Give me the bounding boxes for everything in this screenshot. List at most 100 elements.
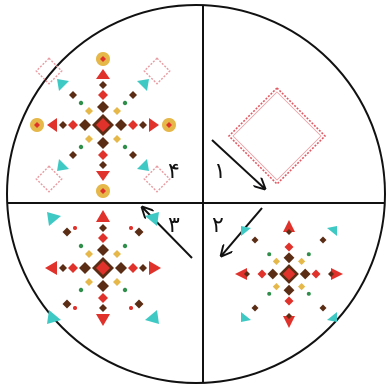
- diag-gold-diamond: [85, 250, 93, 258]
- axis-red-triangle: [96, 314, 110, 326]
- axis-red-diamond: [98, 293, 108, 303]
- axis-diamond: [284, 285, 295, 296]
- corner-teal-triangle: [327, 312, 337, 322]
- step-1-label: ۱: [214, 159, 226, 184]
- axis-red-diamond: [98, 90, 108, 100]
- axis-tip-diamond: [99, 224, 107, 232]
- corner-teal-triangle: [137, 79, 149, 91]
- diag-dot: [123, 244, 127, 248]
- axis-red-diamond: [98, 233, 108, 243]
- axis-diamond: [97, 137, 109, 149]
- step-4-label: ۴: [168, 159, 180, 184]
- diag-gold-diamond: [113, 107, 121, 115]
- step-2-label: ۲: [212, 213, 224, 238]
- axis-red-triangle: [96, 69, 110, 79]
- diag-gold-diamond: [85, 135, 93, 143]
- axis-diamond: [115, 119, 127, 131]
- axis-diamond: [115, 262, 127, 274]
- diag-dot: [307, 252, 311, 256]
- axis-red-diamond: [68, 263, 78, 273]
- diag-gold-diamond: [85, 278, 93, 286]
- axis-red-diamond: [285, 297, 294, 306]
- diag-dot: [267, 252, 271, 256]
- diag-dot: [123, 145, 127, 149]
- axis-tip-diamond: [59, 264, 67, 272]
- axis-tip-diamond: [139, 264, 147, 272]
- corner-brown-diamond: [135, 300, 144, 309]
- diag-gold-diamond: [113, 278, 121, 286]
- diag-dot: [79, 101, 83, 105]
- diag-dot: [123, 288, 127, 292]
- diag-gold-diamond: [113, 250, 121, 258]
- diag-dot: [79, 145, 83, 149]
- corner-brown-diamond: [252, 305, 259, 312]
- diag-gold-diamond: [273, 283, 280, 290]
- corner-teal-triangle: [241, 226, 251, 236]
- axis-red-diamond: [128, 120, 138, 130]
- axis-red-triangle: [47, 118, 57, 132]
- axis-red-diamond: [98, 150, 108, 160]
- axis-diamond: [79, 119, 91, 131]
- corner-brown-diamond: [320, 305, 327, 312]
- axis-diamond: [267, 269, 278, 280]
- corner-brown-diamond: [129, 91, 137, 99]
- corner-teal-triangle: [137, 159, 149, 171]
- corner-teal-triangle: [57, 79, 69, 91]
- corner-dot: [73, 226, 77, 230]
- step-3-label: ۳: [168, 213, 180, 238]
- diag-gold-diamond: [273, 258, 280, 265]
- corner-brown-diamond: [69, 151, 77, 159]
- axis-red-diamond: [128, 263, 138, 273]
- diag-gold-diamond: [298, 258, 305, 265]
- corner-dot: [129, 226, 133, 230]
- axis-red-triangle: [96, 171, 110, 181]
- corner-dot: [129, 306, 133, 310]
- stage-3-medium-motif: [45, 210, 161, 326]
- corner-dot: [73, 306, 77, 310]
- axis-red-triangle: [149, 261, 161, 275]
- axis-diamond: [300, 269, 311, 280]
- axis-red-triangle: [149, 118, 159, 132]
- corner-teal-triangle: [145, 310, 159, 324]
- diag-dot: [123, 101, 127, 105]
- stage-4-full-motif: [30, 52, 176, 198]
- corner-teal-triangle: [47, 212, 61, 226]
- axis-diamond: [97, 280, 109, 292]
- axis-tip-diamond: [99, 81, 107, 89]
- axis-red-diamond: [285, 243, 294, 252]
- outer-circle: [7, 5, 385, 383]
- diag-dot: [307, 292, 311, 296]
- axis-red-triangle: [45, 261, 57, 275]
- corner-brown-diamond: [320, 237, 327, 244]
- axis-diamond: [97, 244, 109, 256]
- axis-tip-diamond: [99, 161, 107, 169]
- corner-teal-triangle: [47, 310, 61, 324]
- corner-brown-diamond: [129, 151, 137, 159]
- corner-brown-diamond: [135, 228, 144, 237]
- axis-diamond: [97, 101, 109, 113]
- diag-gold-diamond: [298, 283, 305, 290]
- axis-tip-diamond: [139, 121, 147, 129]
- axis-red-triangle: [96, 210, 110, 222]
- corner-brown-diamond: [63, 228, 72, 237]
- corner-teal-triangle: [327, 226, 337, 236]
- axis-red-diamond: [68, 120, 78, 130]
- corner-brown-diamond: [252, 237, 259, 244]
- corner-brown-diamond: [69, 91, 77, 99]
- corner-brown-diamond: [63, 300, 72, 309]
- axis-tip-diamond: [59, 121, 67, 129]
- diag-dot: [79, 288, 83, 292]
- axis-red-diamond: [258, 270, 267, 279]
- axis-diamond: [79, 262, 91, 274]
- axis-diamond: [284, 252, 295, 263]
- diag-dot: [79, 244, 83, 248]
- corner-teal-triangle: [241, 312, 251, 322]
- diag-gold-diamond: [113, 135, 121, 143]
- stage-2-small-motif: [235, 220, 343, 328]
- diag-gold-diamond: [85, 107, 93, 115]
- corner-teal-triangle: [57, 159, 69, 171]
- axis-tip-diamond: [99, 304, 107, 312]
- axis-red-diamond: [312, 270, 321, 279]
- diag-dot: [267, 292, 271, 296]
